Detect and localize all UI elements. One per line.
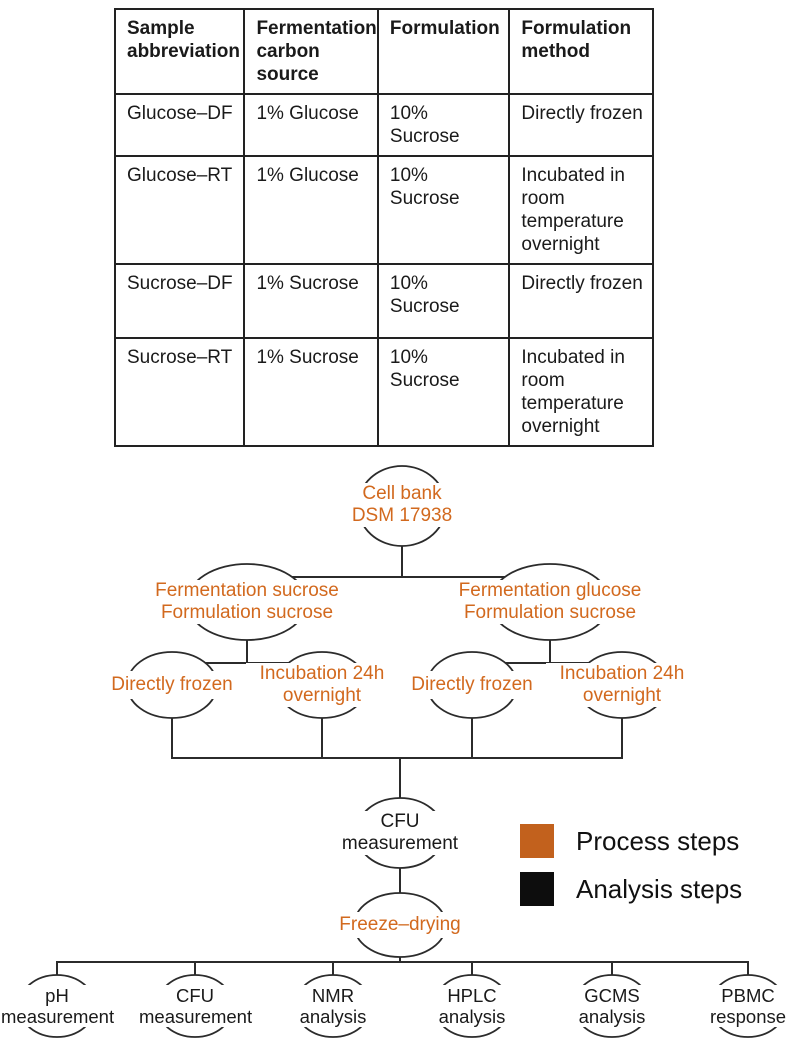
table-row: Sucrose–RT 1% Sucrose 10% Sucrose Incuba… [113, 337, 654, 447]
node-cell-bank: Cell bank DSM 17938 [337, 483, 467, 527]
cell-sample: Glucose–DF [113, 93, 246, 157]
node-freeze-drying: Freeze–drying [332, 912, 468, 938]
node-hplc-analysis: HPLC analysis [422, 985, 522, 1027]
col-header-formulation: Formulation [376, 8, 511, 95]
cell-formulation: 10% Sucrose [376, 93, 511, 157]
legend-process-label: Process steps [576, 825, 740, 856]
cell-sample: Sucrose–RT [113, 337, 246, 447]
process-steps-swatch [520, 824, 554, 858]
node-fermentation-glucose: Fermentation glucose Formulation sucrose [447, 580, 653, 624]
cell-method: Directly frozen [508, 93, 654, 157]
cell-sample: Sucrose–DF [113, 263, 246, 339]
cell-method: Directly frozen [508, 263, 654, 339]
cell-carbon-source: 1% Glucose [243, 93, 379, 157]
col-header-fermentation-carbon-source: Fermentation carbon source [243, 8, 379, 95]
cell-method: Incubated in room temperature overnight [508, 155, 654, 265]
table-row: Glucose–DF 1% Glucose 10% Sucrose Direct… [113, 93, 654, 157]
cell-formulation: 10% Sucrose [376, 155, 511, 265]
col-header-sample-abbreviation: Sample abbreviation [113, 8, 246, 95]
node-gcms-analysis: GCMS analysis [562, 985, 662, 1027]
table-row: Sucrose–DF 1% Sucrose 10% Sucrose Direct… [113, 263, 654, 339]
cell-formulation: 10% Sucrose [376, 337, 511, 447]
cell-carbon-source: 1% Glucose [243, 155, 379, 265]
node-directly-frozen-right: Directly frozen [401, 671, 543, 699]
cell-carbon-source: 1% Sucrose [243, 263, 379, 339]
cell-formulation: 10% Sucrose [376, 263, 511, 339]
node-pbmc-response: PBMC response [700, 985, 791, 1027]
legend-analysis: Analysis steps [520, 872, 742, 906]
table-header-row: Sample abbreviation Fermentation carbon … [113, 8, 654, 95]
node-incubation-left: Incubation 24h overnight [246, 663, 398, 707]
node-cfu-measurement-mid: CFU measurement [335, 811, 465, 855]
sample-table: Sample abbreviation Fermentation carbon … [113, 8, 654, 447]
node-incubation-right: Incubation 24h overnight [546, 663, 698, 707]
node-ph-measurement: pH measurement [1, 985, 115, 1027]
legend-process: Process steps [520, 824, 739, 858]
node-nmr-analysis: NMR analysis [283, 985, 383, 1027]
analysis-steps-swatch [520, 872, 554, 906]
cell-carbon-source: 1% Sucrose [243, 337, 379, 447]
cell-method: Incubated in room temperature overnight [508, 337, 654, 447]
legend-analysis-label: Analysis steps [576, 873, 743, 904]
node-directly-frozen-left: Directly frozen [101, 671, 243, 699]
table-row: Glucose–RT 1% Glucose 10% Sucrose Incuba… [113, 155, 654, 265]
node-fermentation-sucrose: Fermentation sucrose Formulation sucrose [144, 580, 350, 624]
node-cfu-measurement: CFU measurement [139, 985, 253, 1027]
cell-sample: Glucose–RT [113, 155, 246, 265]
col-header-formulation-method: Formulation method [508, 8, 654, 95]
